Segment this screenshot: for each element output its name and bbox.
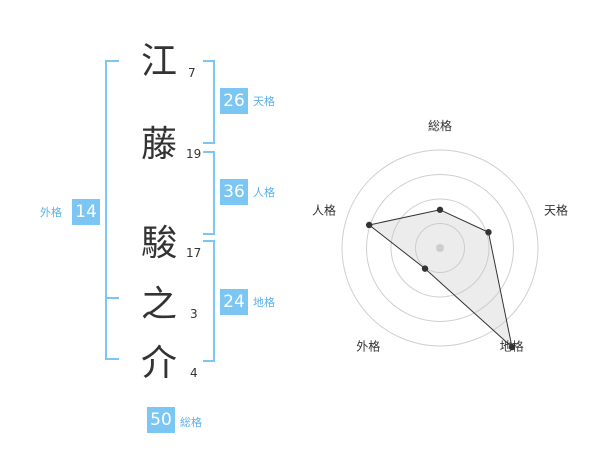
radar-point: [421, 265, 429, 272]
radar-ring: [415, 223, 465, 273]
stroke-count-2: 19: [186, 147, 202, 161]
tenkaku-bracket: [203, 60, 215, 144]
jinkaku-bracket: [203, 151, 215, 235]
radar-axis-label: 外格: [356, 339, 380, 354]
jinkaku-label: 人格: [253, 186, 275, 199]
radar-point: [508, 343, 516, 351]
chikaku-label: 地格: [253, 296, 275, 309]
name-char-2: 藤: [140, 124, 177, 165]
name-char-5: 介: [140, 343, 177, 384]
chikaku-bracket: [203, 240, 215, 362]
radar-point: [485, 229, 492, 236]
chikaku-value-badge: 24: [220, 289, 248, 315]
tenkaku-value-badge: 26: [220, 88, 248, 114]
radar-area: [368, 209, 513, 349]
name-char-3: 駿: [140, 223, 177, 264]
radar-axis-label: 天格: [544, 202, 568, 217]
stroke-count-4: 3: [190, 307, 198, 321]
gaikaku-bracket-vertical: [105, 60, 107, 360]
gaikaku-label: 外格: [40, 206, 62, 219]
soukaku-value-badge: 50: [147, 407, 175, 433]
radar-axis-label: 地格: [500, 339, 524, 354]
radar-axis-label: 総格: [428, 118, 452, 133]
jinkaku-value-badge: 36: [220, 179, 248, 205]
stroke-count-5: 4: [190, 366, 198, 380]
gaikaku-value-badge: 14: [72, 199, 100, 225]
gaikaku-bracket-bottom: [105, 358, 119, 360]
name-char-1: 江: [140, 41, 177, 82]
radar-ring: [390, 198, 490, 298]
gaikaku-bracket-mid: [105, 297, 119, 299]
radar-axis-label: 人格: [312, 202, 336, 217]
radar-point: [365, 221, 373, 229]
gaikaku-bracket-top: [105, 60, 119, 62]
radar-point: [436, 206, 444, 213]
name-char-4: 之: [140, 284, 177, 325]
stroke-count-1: 7: [188, 66, 196, 80]
radar-ring: [341, 149, 539, 347]
radar-ring: [366, 174, 514, 322]
stroke-count-3: 17: [186, 246, 202, 260]
tenkaku-label: 天格: [253, 95, 275, 108]
soukaku-label: 総格: [180, 416, 202, 429]
radar-center-dot: [436, 244, 444, 252]
